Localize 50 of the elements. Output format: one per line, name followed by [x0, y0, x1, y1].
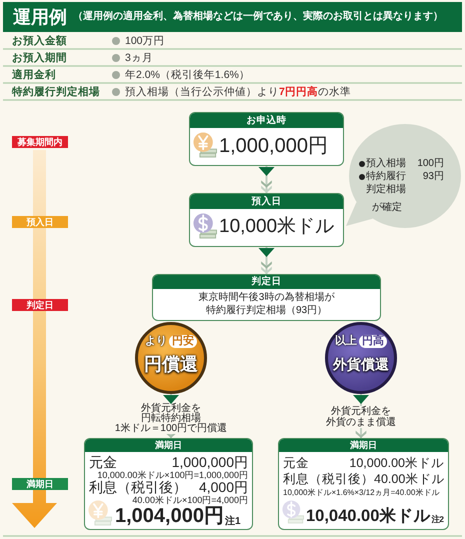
- step-heading: 判定日: [153, 275, 380, 289]
- step-heading: お申込時: [190, 113, 343, 128]
- total-amount: 10,040.00米ドル$_{注2}$: [306, 506, 444, 527]
- line-item-label: 利息（税引後）: [283, 471, 374, 487]
- period-tag: 判定日: [12, 299, 68, 311]
- step-box: [189, 112, 344, 166]
- row-label: 特約履行判定相場: [12, 84, 100, 100]
- line-item-label: 元金: [283, 455, 309, 471]
- amount-text: 4,000円: [198, 479, 248, 495]
- subtitle: （運用例の適用金利、為替相場などは一例であり、実際のお取引とは異なります）: [73, 10, 443, 24]
- calculation-text: 10,000米ドル×1.6%×3/12ヵ月=40.00米ドル: [283, 488, 440, 498]
- description-text: 東京時間午後3時の為替相場が特約履行判定相場（93円）: [198, 291, 334, 317]
- result-box: [278, 438, 449, 530]
- outcome-text: 外貨償還: [333, 355, 389, 374]
- total-amount: 1,004,000円$_{注1}$: [115, 505, 241, 529]
- note-text: 特約履行判定相場: [366, 171, 407, 196]
- note-text: 預入相場: [366, 158, 406, 170]
- row-value: 100万円: [125, 34, 165, 49]
- calculation-text: 40.00米ドル×100円=4,000円: [132, 495, 248, 505]
- row-label: お預入期間: [12, 51, 67, 66]
- period-tag: 募集期間内: [12, 136, 68, 148]
- period-tag: 預入日: [12, 216, 68, 228]
- condition-text: 以上: [335, 334, 357, 348]
- condition-text: より: [145, 334, 167, 348]
- step-box: [152, 274, 381, 321]
- amount-text: 10,000.00米ドル: [349, 455, 444, 471]
- condition-tag: 円高: [359, 334, 387, 348]
- amount-text: 10,000米ドル: [219, 215, 334, 239]
- row-label: 適用金利: [12, 68, 56, 83]
- note-text: 93円: [422, 171, 444, 183]
- result-box: [84, 438, 253, 530]
- condition-tag: 円安: [169, 334, 197, 348]
- note-text: 100円: [417, 158, 444, 170]
- calculation-text: 10,000.00米ドル×100円=1,000,000円: [97, 470, 248, 480]
- title: 運用例: [13, 6, 67, 29]
- outcome-text: 円償還: [144, 353, 198, 375]
- amount-text: 40.00米ドル: [374, 471, 444, 487]
- note-text: が確定: [372, 202, 402, 214]
- row-label: お預入金額: [12, 34, 67, 49]
- step-box: [189, 193, 344, 247]
- amount-text: 1,000,000円: [219, 134, 328, 159]
- line-item-label: 利息（税引後）: [89, 479, 187, 495]
- period-tag: 満期日: [12, 478, 68, 490]
- line-item-label: 元金: [89, 454, 117, 470]
- row-value: 年2.0%（税引後年1.6%）: [125, 68, 250, 83]
- amount-text: 1,000,000円: [172, 454, 248, 470]
- step-heading: 満期日: [279, 439, 448, 452]
- row-value: 3ヵ月: [125, 51, 153, 66]
- step-heading: 預入日: [190, 194, 343, 209]
- step-heading: 満期日: [85, 439, 252, 452]
